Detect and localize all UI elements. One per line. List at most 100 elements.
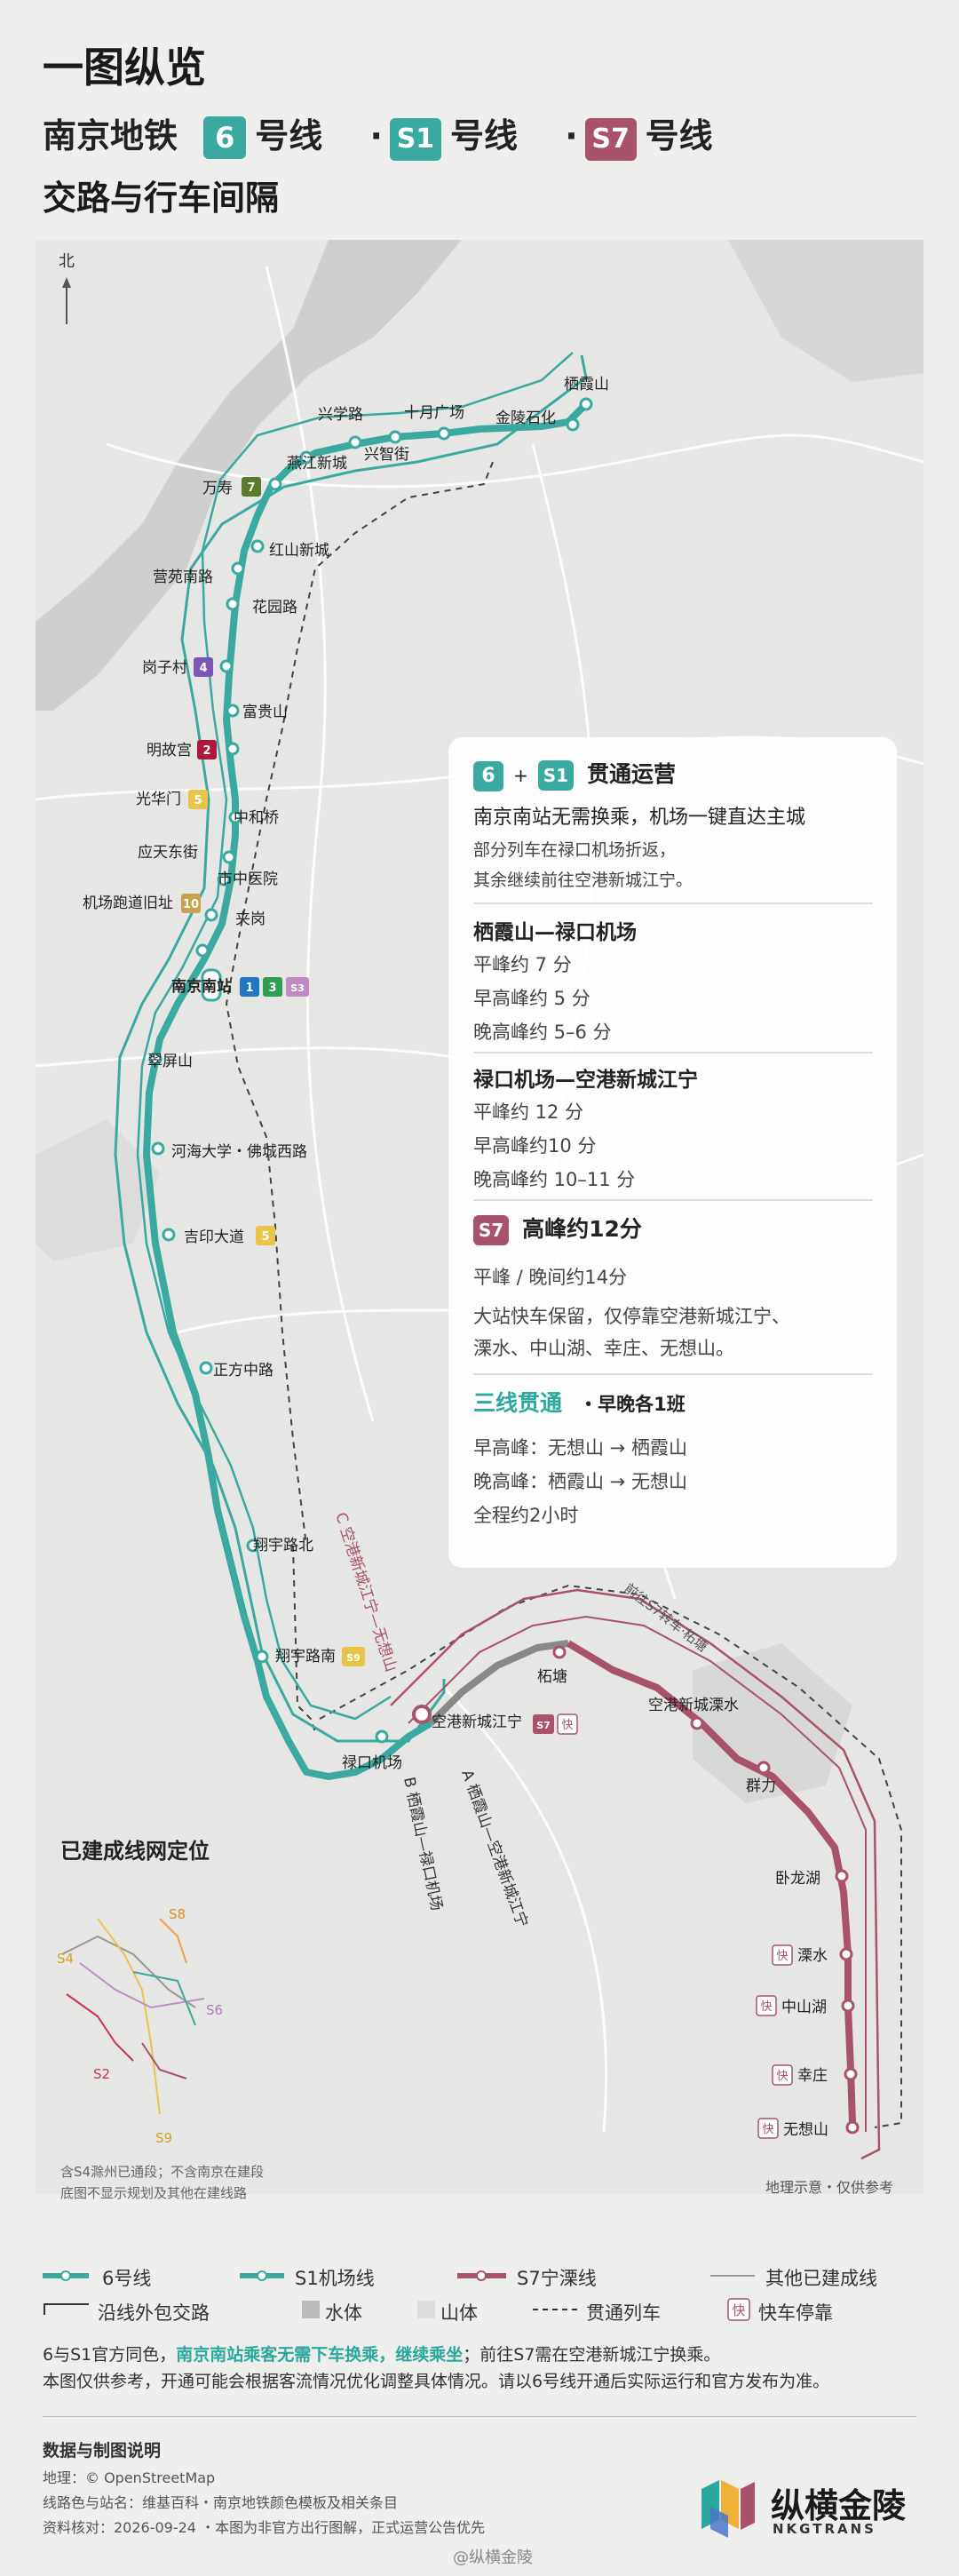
transfer-badge-text: 5	[261, 1230, 269, 1244]
station-label: 富贵山	[242, 704, 288, 721]
transfer-badge-2	[197, 740, 217, 759]
outer-envelope-a	[136, 352, 574, 1721]
legend-label-express: 快车停靠	[758, 2302, 833, 2324]
transfer-badge-text: S3	[290, 982, 305, 994]
station-dot-jinlingshihua[interactable]	[566, 417, 580, 432]
note-1-b: 南京南站乘客无需下车换乘，继续乘坐	[176, 2345, 464, 2365]
station-dot-yanjiangxincheng[interactable]	[299, 450, 313, 465]
transfer-badges: 7 4 2 5 10 1 3 S3 5 S9 S7	[181, 477, 554, 1734]
station-label: 花园路	[252, 599, 297, 616]
station-dot-minggugong[interactable]	[226, 742, 240, 756]
transfer-badge-4	[194, 657, 213, 677]
transfer-badge-7	[242, 477, 261, 497]
legend-water-swatch	[302, 2301, 320, 2318]
panel-desc-2: 其余继续前往空港新城江宁。	[473, 871, 693, 890]
mini-label-s4: S4	[57, 1951, 74, 1967]
station-label: 群力	[746, 1777, 776, 1795]
three-line-1: 早高峰：无想山 → 栖霞山	[473, 1437, 687, 1459]
note-1: 6与S1官方同色，南京南站乘客无需下车换乘，继续乘坐；前往S7需在空港新城江宁换…	[43, 2341, 720, 2365]
outer-envelope-c	[390, 1588, 881, 2160]
express-badge	[756, 1995, 777, 2016]
page-title: 一图纵览	[43, 44, 206, 91]
panel-badge-s1: S1	[537, 760, 574, 791]
three-line-row: 三线贯通 ・早晚各1班	[473, 1386, 686, 1418]
station-dot-jiagang[interactable]	[204, 908, 218, 922]
transfer-badge-text: 7	[247, 481, 255, 495]
s7-title: 高峰约12分	[522, 1216, 642, 1242]
outer-envelope-c-2	[408, 1615, 867, 2132]
footer-line-1: 地理：© OpenStreetMap	[43, 2469, 216, 2486]
header-dot: ·	[369, 116, 383, 155]
station-dot-xiangyulubei[interactable]	[246, 1538, 260, 1553]
station-dot-xingxuelu[interactable]	[348, 435, 362, 449]
station-dot-shiyueguangchang[interactable]	[437, 426, 451, 441]
logo-mark-icon	[701, 2480, 755, 2538]
station-dot-fuguishan[interactable]	[226, 704, 240, 718]
station-dot-yingtiandongjie[interactable]	[222, 850, 236, 864]
station-label: 翠屏山	[147, 1053, 193, 1070]
station-dot-wanshou[interactable]	[268, 477, 282, 491]
station-label: 岗子村	[142, 659, 187, 677]
station-dot-lukoujichang[interactable]	[375, 1729, 389, 1744]
station-dot-wolonghu[interactable]	[835, 1869, 849, 1883]
station-dot-qunli[interactable]	[757, 1761, 771, 1775]
station-dot-zhetang[interactable]	[552, 1645, 567, 1659]
station-label: 吉印大道	[184, 1228, 244, 1246]
station-dot-zhongshanhu[interactable]	[841, 1999, 855, 2013]
header-line3: 交路与行车间隔	[43, 179, 280, 218]
station-label: 正方中路	[213, 1362, 273, 1379]
station-dot-gangzicun[interactable]	[219, 659, 234, 673]
station-label: 机场跑道旧址	[83, 894, 173, 912]
footer-line-3: 资料核对：2026-09-24 ・本图为非官方出行图解，正式运营公告优先	[43, 2519, 486, 2536]
station-dot-shizhongyiyuan[interactable]	[217, 872, 231, 886]
weibo-handle: @纵横金陵	[453, 2548, 533, 2567]
line-connector-gray	[428, 1640, 569, 1726]
station-dot-jichangpaodao[interactable]	[195, 943, 210, 958]
header-dot-2: ·	[565, 116, 578, 155]
transfer-badge-text: 5	[194, 794, 202, 807]
three-line-3: 全程约2小时	[473, 1505, 579, 1526]
station-dot-xiangyulunan[interactable]	[255, 1650, 269, 1664]
station-label: 无想山	[783, 2121, 828, 2139]
station-dot-konggangtishui[interactable]	[690, 1716, 704, 1730]
transfer-badge-text: 1	[245, 982, 253, 995]
station-dot-hongshanxincheng[interactable]	[250, 539, 265, 553]
section-2-line-2: 早高峰约10 分	[473, 1135, 597, 1157]
mini-label-s8: S8	[169, 1906, 186, 1922]
transfer-badge-s3	[286, 977, 309, 997]
station-dot-wuxiangshan[interactable]	[845, 2120, 860, 2135]
station-dot-jiyindadao[interactable]	[162, 1228, 176, 1242]
mini-label-s2: S2	[93, 2066, 110, 2082]
station-dot-lishui[interactable]	[839, 1947, 853, 1961]
s7-line-1: 平峰 / 晚间约14分	[473, 1267, 628, 1288]
section-1-line-2: 早高峰约 5 分	[473, 988, 590, 1009]
station-dot-hehaidaxue[interactable]	[151, 1141, 165, 1156]
line-6-route	[143, 402, 589, 1780]
station-hub-nanjingnan[interactable]	[201, 968, 222, 1002]
mini-label-s9: S9	[155, 2130, 172, 2146]
station-dot-qixiashan[interactable]	[579, 397, 593, 411]
station-label: 中和桥	[234, 809, 279, 827]
station-dot-xingzhuang[interactable]	[844, 2067, 858, 2081]
express-badge	[557, 1713, 578, 1735]
legend-label-s1: S1机场线	[295, 2268, 375, 2289]
mini-labels: S8 S4 S6 S2 S9	[57, 1906, 223, 2146]
legend-dot-s7	[476, 2270, 487, 2281]
station-dot-huayuanlu[interactable]	[226, 597, 240, 611]
station-dot-yingyuannanlu[interactable]	[231, 561, 245, 576]
station-dot-konggangjiangning[interactable]	[412, 1705, 432, 1724]
s7-line-2: 大站快车保留，仅停靠空港新城江宁、	[473, 1306, 790, 1327]
station-dot-xingzhijie[interactable]	[388, 430, 402, 444]
station-label: 柘塘	[537, 1668, 567, 1686]
legend-dot-6	[60, 2270, 71, 2281]
transfer-badge-5b	[256, 1226, 275, 1245]
panel-desc-1: 部分列车在禄口机场折返，	[473, 840, 677, 860]
station-markers-s7	[552, 1645, 860, 2135]
station-dot-zhonghegiao[interactable]	[228, 810, 242, 824]
transfer-badge-s9	[342, 1647, 365, 1666]
header-suffix-s7: 号线	[645, 116, 713, 155]
header-suffix-s1: 号线	[449, 116, 518, 155]
station-dot-zhengfangzhonglu[interactable]	[199, 1361, 213, 1375]
panel-plus: +	[513, 765, 528, 786]
station-dot-cuipingshan[interactable]	[148, 1052, 162, 1066]
